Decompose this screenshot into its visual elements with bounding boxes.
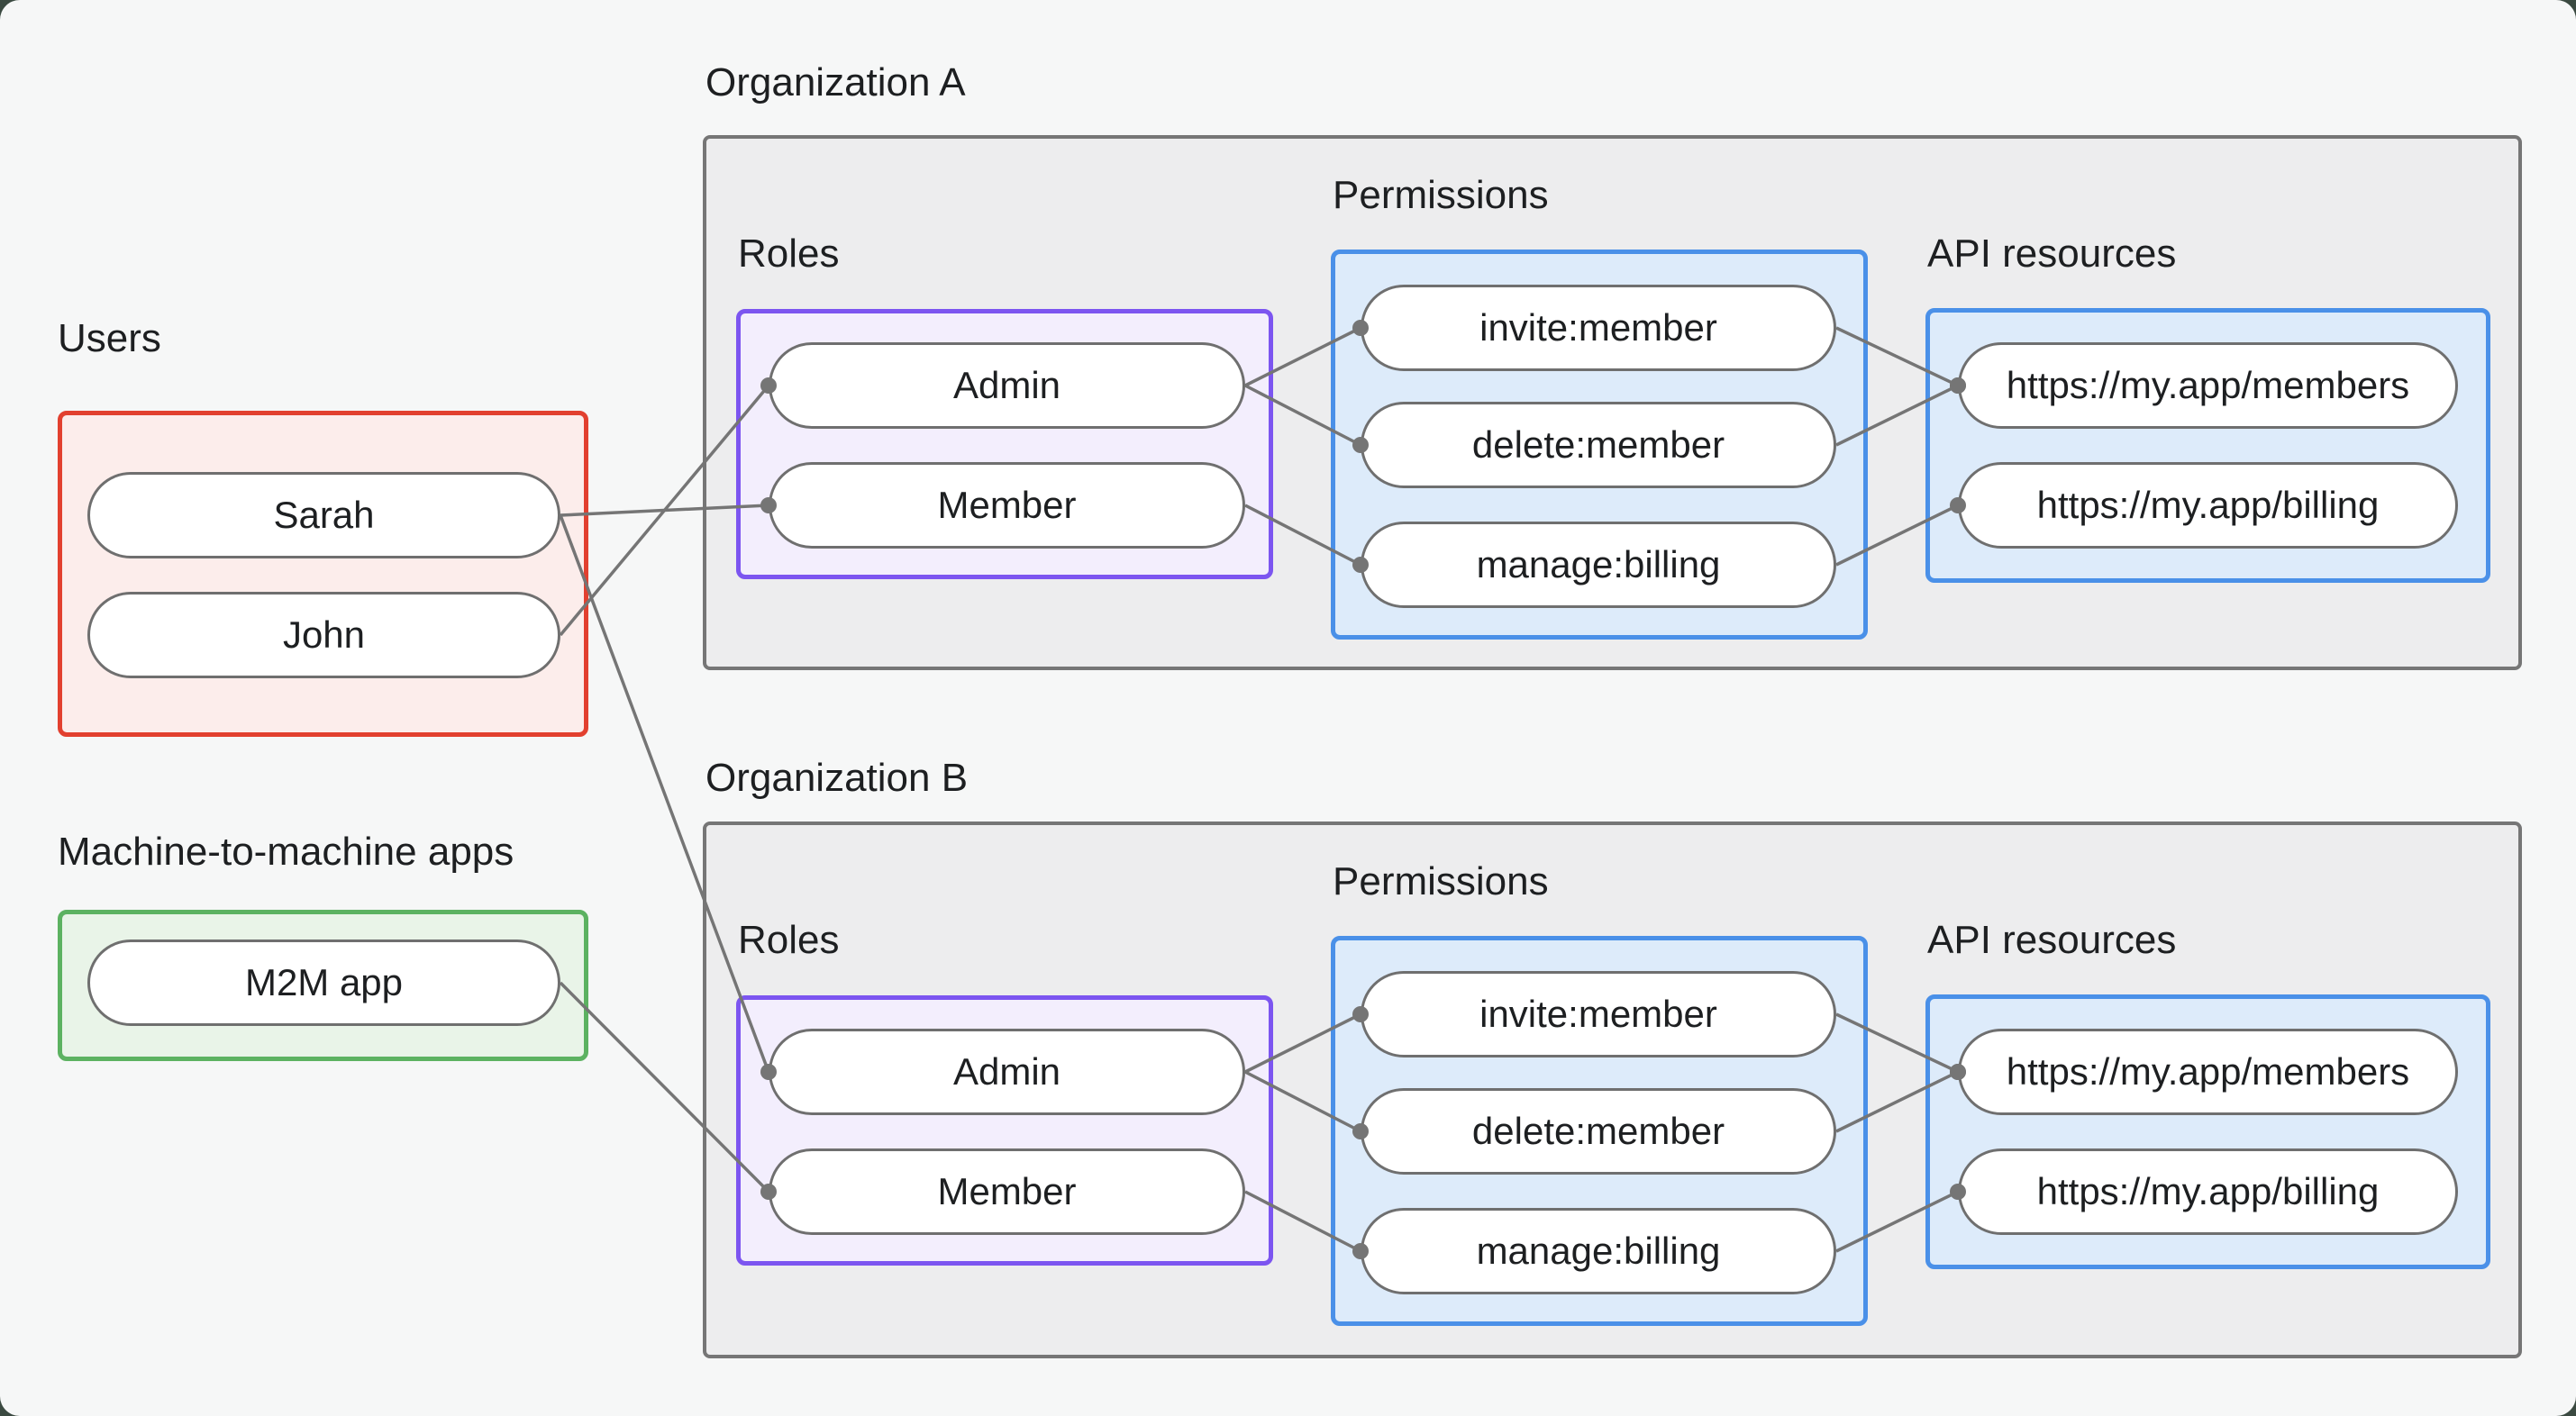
org-a-permission-invite: invite:member (1361, 285, 1836, 371)
users-group-box (58, 411, 588, 737)
user-node-john: John (87, 592, 560, 678)
org-a-role-member: Member (769, 462, 1245, 549)
org-b-api-members: https://my.app/members (1958, 1029, 2458, 1115)
org-a-api-members: https://my.app/members (1958, 342, 2458, 429)
org-a-roles-label: Roles (738, 231, 840, 276)
org-b-role-admin: Admin (769, 1029, 1245, 1115)
user-node-sarah: Sarah (87, 472, 560, 558)
org-a-label: Organization A (705, 60, 966, 104)
org-b-permissions-label: Permissions (1333, 859, 1549, 903)
org-b-api-label: API resources (1927, 918, 2177, 962)
org-a-permission-delete: delete:member (1361, 402, 1836, 488)
org-a-role-admin: Admin (769, 342, 1245, 429)
org-b-permission-delete: delete:member (1361, 1088, 1836, 1175)
org-b-permission-manage: manage:billing (1361, 1208, 1836, 1294)
org-a-api-label: API resources (1927, 231, 2177, 276)
m2m-group-label: Machine-to-machine apps (58, 830, 514, 874)
org-a-api-billing: https://my.app/billing (1958, 462, 2458, 549)
org-b-api-billing: https://my.app/billing (1958, 1148, 2458, 1235)
org-a-permission-manage: manage:billing (1361, 522, 1836, 608)
org-b-permission-invite: invite:member (1361, 971, 1836, 1057)
users-group-label: Users (58, 316, 161, 360)
org-a-permissions-label: Permissions (1333, 173, 1549, 217)
m2m-app-node: M2M app (87, 939, 560, 1026)
org-b-roles-label: Roles (738, 918, 840, 962)
org-b-role-member: Member (769, 1148, 1245, 1235)
org-b-label: Organization B (705, 756, 969, 800)
